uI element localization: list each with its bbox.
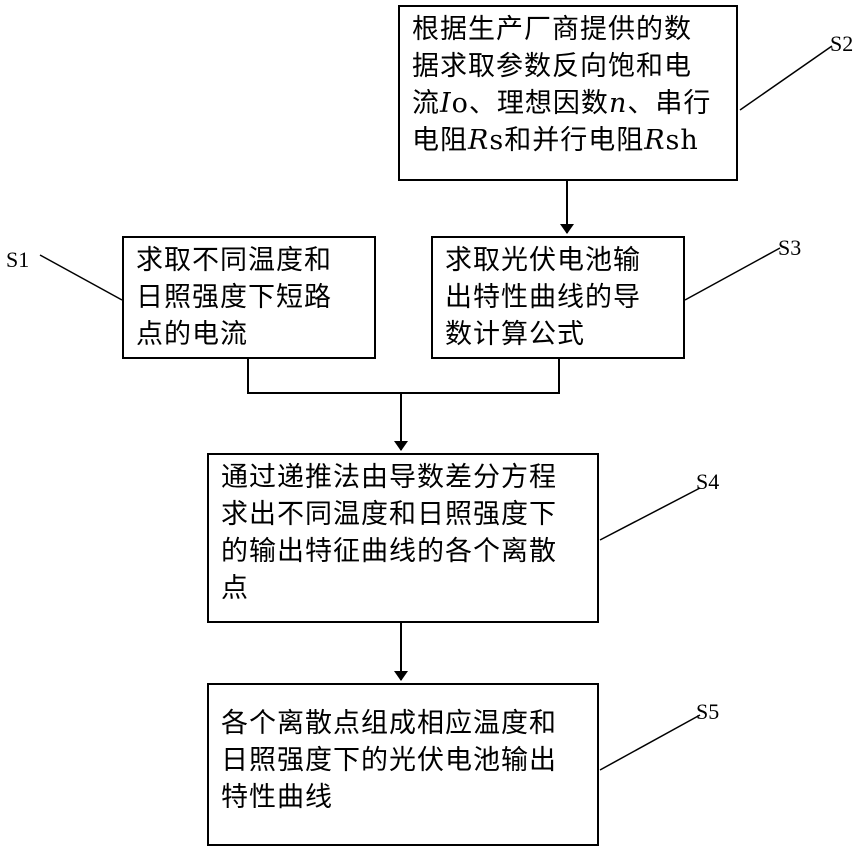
step-box-s1: 求取不同温度和日照强度下短路点的电流 [122,236,376,359]
leader-s3 [685,248,780,300]
step-s4-line-3: 的输出特征曲线的各个离散 [221,533,589,570]
step-box-s4: 通过递推法由导数差分方程求出不同温度和日照强度下的输出特征曲线的各个离散点 [207,453,599,623]
step-s3-line-2: 出特性曲线的导 [445,279,675,316]
leader-s5 [600,715,700,770]
step-box-s2: 根据生产厂商提供的数据求取参数反向饱和电流Io、理想因数n、串行电阻Rs和并行电… [398,5,738,181]
step-s2-line-1: 根据生产厂商提供的数 [412,11,728,48]
step-s5-line-3: 特性曲线 [221,779,589,816]
merge-connector [248,358,559,393]
step-s3-line-1: 求取光伏电池输 [445,242,675,279]
label-s5: S5 [696,700,719,724]
label-s2: S2 [830,32,853,56]
leader-s1 [40,255,122,300]
step-box-s5: 各个离散点组成相应温度和日照强度下的光伏电池输出特性曲线 [207,683,599,846]
leader-s2 [740,46,832,110]
step-s2-line-2: 据求取参数反向饱和电 [412,48,728,85]
label-s1: S1 [6,248,29,272]
label-s3: S3 [778,236,801,260]
step-s1-line-2: 日照强度下短路 [136,279,366,316]
step-s2-line-3: 流Io、理想因数n、串行 [412,85,728,122]
step-s1-line-3: 点的电流 [136,316,366,353]
step-s4-line-1: 通过递推法由导数差分方程 [221,459,589,496]
label-s4: S4 [696,470,719,494]
step-s4-line-4: 点 [221,570,589,607]
step-box-s3: 求取光伏电池输出特性曲线的导数计算公式 [431,236,685,359]
leader-s4 [600,488,700,540]
step-s5-line-2: 日照强度下的光伏电池输出 [221,742,589,779]
step-s4-line-2: 求出不同温度和日照强度下 [221,496,589,533]
step-s2-line-4: 电阻Rs和并行电阻Rsh [412,122,728,159]
step-s5-line-1: 各个离散点组成相应温度和 [221,705,589,742]
step-s1-line-1: 求取不同温度和 [136,242,366,279]
step-s3-line-3: 数计算公式 [445,316,675,353]
